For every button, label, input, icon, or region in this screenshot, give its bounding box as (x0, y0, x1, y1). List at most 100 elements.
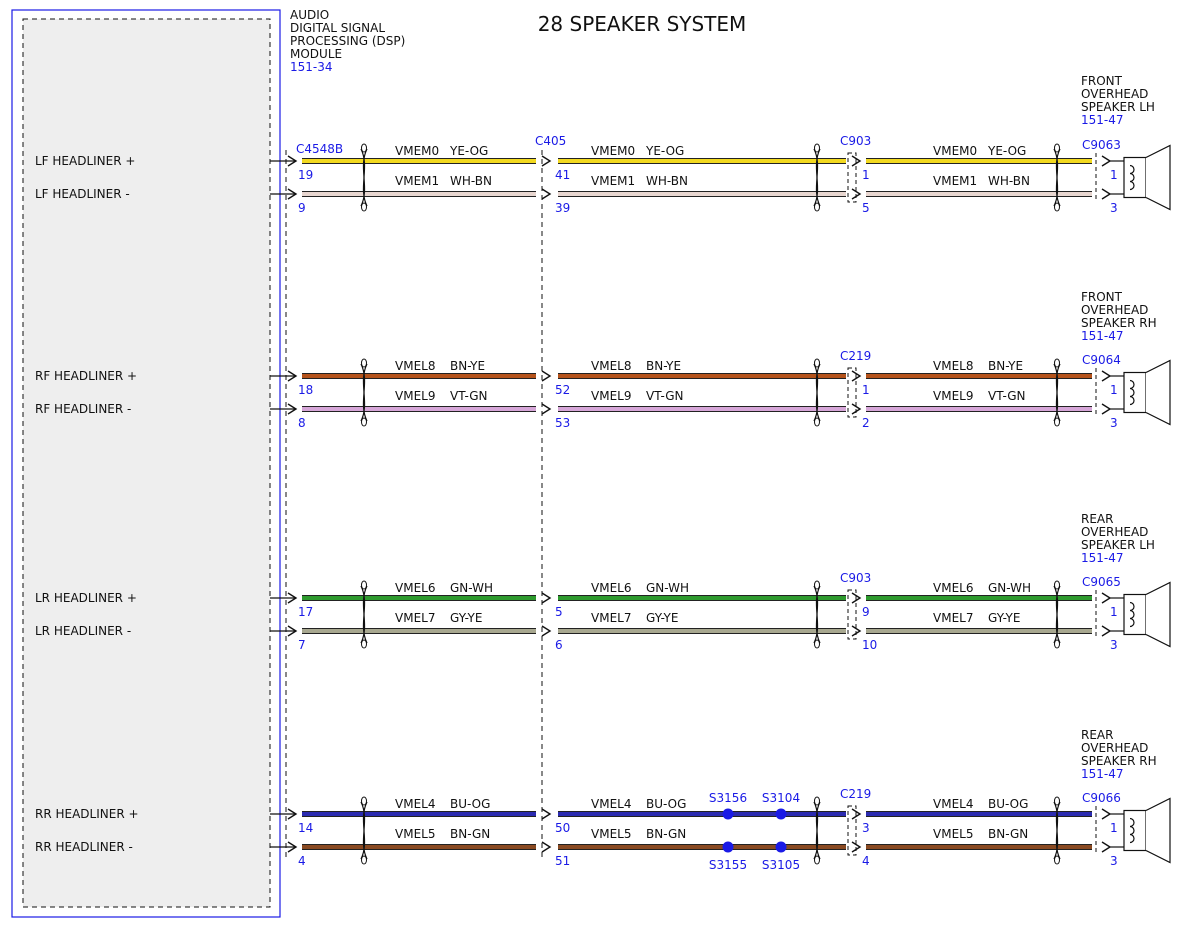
inline-pin-arrow (851, 403, 862, 415)
speaker-label-line: REAR (1081, 728, 1113, 742)
circuit-label: VMEL9 (395, 389, 435, 403)
mid-pin-arrow (541, 808, 552, 820)
color-code-label: WH-BN (450, 174, 492, 188)
dsp-pin-arrow (287, 188, 298, 200)
mid-pin-arrow (541, 592, 552, 604)
color-code-label: BN-YE (988, 359, 1023, 373)
inline-connector-box (847, 367, 857, 418)
mid-connector-label: C405 (535, 134, 566, 148)
twisted-pair-marker-b (1053, 148, 1061, 207)
inline-pin-arrow (851, 808, 862, 820)
twisted-pair-marker-b (360, 148, 368, 207)
speaker-symbol-box (1123, 593, 1147, 636)
dsp-pin-number: 14 (298, 821, 313, 835)
twisted-pair-marker-top (814, 796, 820, 806)
twisted-pair-marker-top (361, 358, 367, 368)
inline-pin-number: 4 (862, 854, 870, 868)
twisted-pair-marker-b (1053, 585, 1061, 644)
signal-label: LR HEADLINER - (35, 624, 131, 638)
color-code-label: BU-OG (450, 797, 490, 811)
twisted-pair-marker-b (1053, 801, 1061, 860)
twisted-pair-marker-top (814, 358, 820, 368)
signal-label: LF HEADLINER + (35, 154, 135, 168)
inline-pin-arrow (851, 625, 862, 637)
inline-pin-number: 10 (862, 638, 877, 652)
circuit-label: VMEL8 (933, 359, 973, 373)
inline-connector-label: C219 (840, 787, 871, 801)
twisted-pair-marker-bottom (361, 417, 367, 427)
twisted-pair-marker-bottom (361, 855, 367, 865)
speaker-symbol-coil (1129, 601, 1135, 628)
mid-pin-arrow (541, 841, 552, 853)
dsp-pin-number: 19 (298, 168, 313, 182)
inline-connector-box (847, 152, 857, 203)
speaker-pin-number: 3 (1110, 416, 1118, 430)
splice-label: S3104 (762, 791, 800, 805)
twisted-pair-marker-bottom (814, 417, 820, 427)
circuit-label: VMEM0 (395, 144, 439, 158)
twisted-pair-marker-b (360, 585, 368, 644)
circuit-label: VMEL6 (591, 581, 631, 595)
circuit-label: VMEL5 (395, 827, 435, 841)
dsp-pin-number: 18 (298, 383, 313, 397)
speaker-ref: 151-47 (1081, 113, 1124, 127)
circuit-label: VMEM0 (591, 144, 635, 158)
speaker-symbol-coil (1129, 817, 1135, 844)
speaker-pin-arrow (1101, 155, 1112, 167)
splice-label: S3105 (762, 858, 800, 872)
twisted-pair-marker-bottom (814, 639, 820, 649)
inline-pin-arrow (851, 155, 862, 167)
inline-pin-number: 2 (862, 416, 870, 430)
speaker-label-line: OVERHEAD (1081, 525, 1148, 539)
twisted-pair-marker-bottom (814, 855, 820, 865)
speaker-label-line: FRONT (1081, 290, 1123, 304)
signal-label: RF HEADLINER + (35, 369, 137, 383)
speaker-label-line: SPEAKER RH (1081, 754, 1157, 768)
dsp-pin-number: 4 (298, 854, 306, 868)
diagram-title: 28 SPEAKER SYSTEM (538, 12, 747, 36)
color-code-label: BU-OG (646, 797, 686, 811)
color-code-label: GN-WH (450, 581, 493, 595)
inline-connector-label: C903 (840, 134, 871, 148)
inline-connector-box (847, 805, 857, 856)
inline-pin-arrow (851, 592, 862, 604)
mid-pin-arrow (541, 370, 552, 382)
module-line-4: MODULE (290, 47, 342, 61)
twisted-pair-marker-bottom (361, 639, 367, 649)
inline-pin-number: 1 (862, 168, 870, 182)
inline-pin-arrow (851, 841, 862, 853)
speaker-pin-arrow (1101, 188, 1112, 200)
splice-dot (722, 841, 734, 853)
color-code-label: GY-YE (450, 611, 482, 625)
mid-pin-number: 5 (555, 605, 563, 619)
twisted-pair-marker-top (1054, 796, 1060, 806)
speaker-symbol-cone (1145, 581, 1171, 648)
circuit-label: VMEL4 (933, 797, 973, 811)
circuit-label: VMEM0 (933, 144, 977, 158)
twisted-pair-marker-b (360, 801, 368, 860)
mid-pin-arrow (541, 403, 552, 415)
speaker-pin-arrow (1101, 808, 1112, 820)
speaker-pin-number: 3 (1110, 201, 1118, 215)
speaker-label-line: SPEAKER LH (1081, 538, 1155, 552)
circuit-label: VMEL7 (395, 611, 435, 625)
circuit-label: VMEL7 (591, 611, 631, 625)
signal-label: RF HEADLINER - (35, 402, 131, 416)
color-code-label: GN-WH (646, 581, 689, 595)
inline-pin-number: 3 (862, 821, 870, 835)
speaker-symbol-coil (1129, 164, 1135, 191)
twisted-pair-marker-top (1054, 580, 1060, 590)
speaker-pin-number: 1 (1110, 605, 1118, 619)
speaker-pin-number: 1 (1110, 168, 1118, 182)
inline-pin-number: 1 (862, 383, 870, 397)
circuit-label: VMEL6 (395, 581, 435, 595)
dsp-module-inner (22, 18, 271, 908)
dsp-module-label: AUDIO DIGITAL SIGNAL PROCESSING (DSP) MO… (290, 8, 405, 74)
dsp-pin-arrow (287, 592, 298, 604)
